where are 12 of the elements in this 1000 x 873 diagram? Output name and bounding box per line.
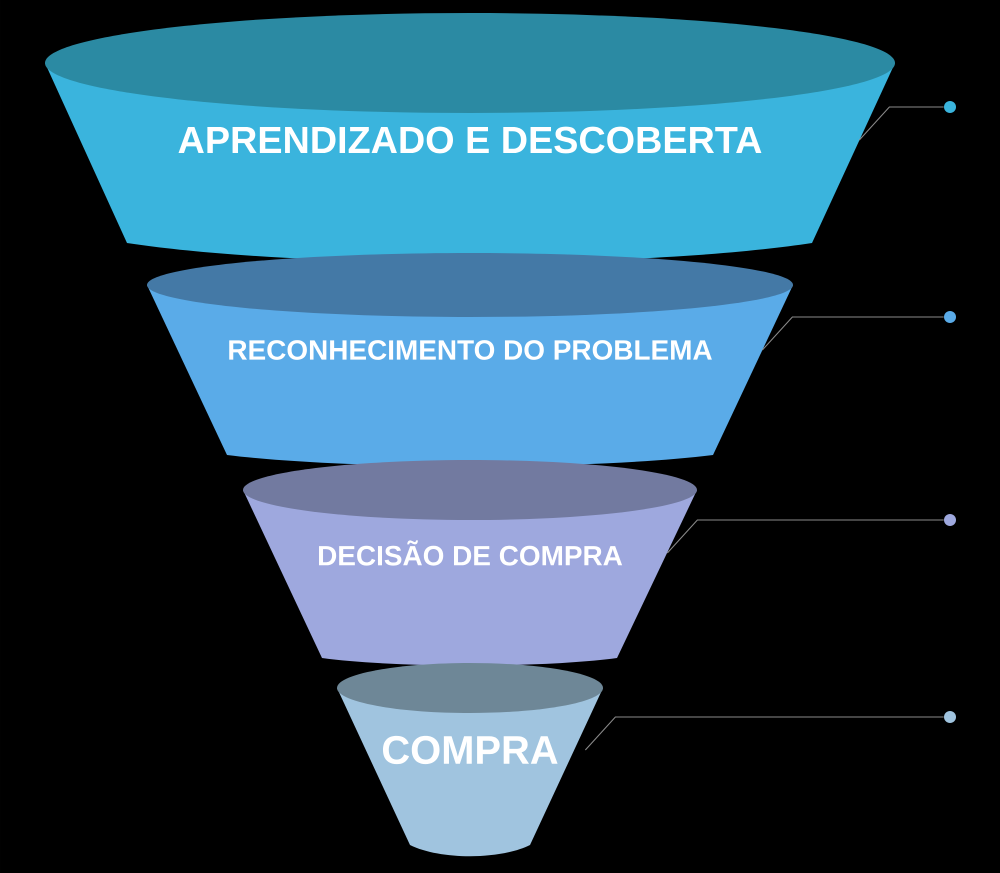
leader-line	[666, 519, 944, 554]
funnel-segment: RECONHECIMENTO DO PROBLEMA	[147, 253, 793, 466]
dot	[944, 711, 956, 724]
funnel-segment: DECISÃO DE COMPRA	[243, 460, 697, 666]
dot	[944, 514, 956, 526]
funnel-segment: COMPRA	[337, 663, 603, 856]
leader-line	[858, 106, 944, 140]
dot	[944, 311, 956, 323]
funnel-segment: APRENDIZADO E DESCOBERTA	[45, 13, 895, 262]
dot	[944, 101, 956, 113]
leader-line	[584, 716, 944, 750]
leader-line	[762, 316, 944, 350]
